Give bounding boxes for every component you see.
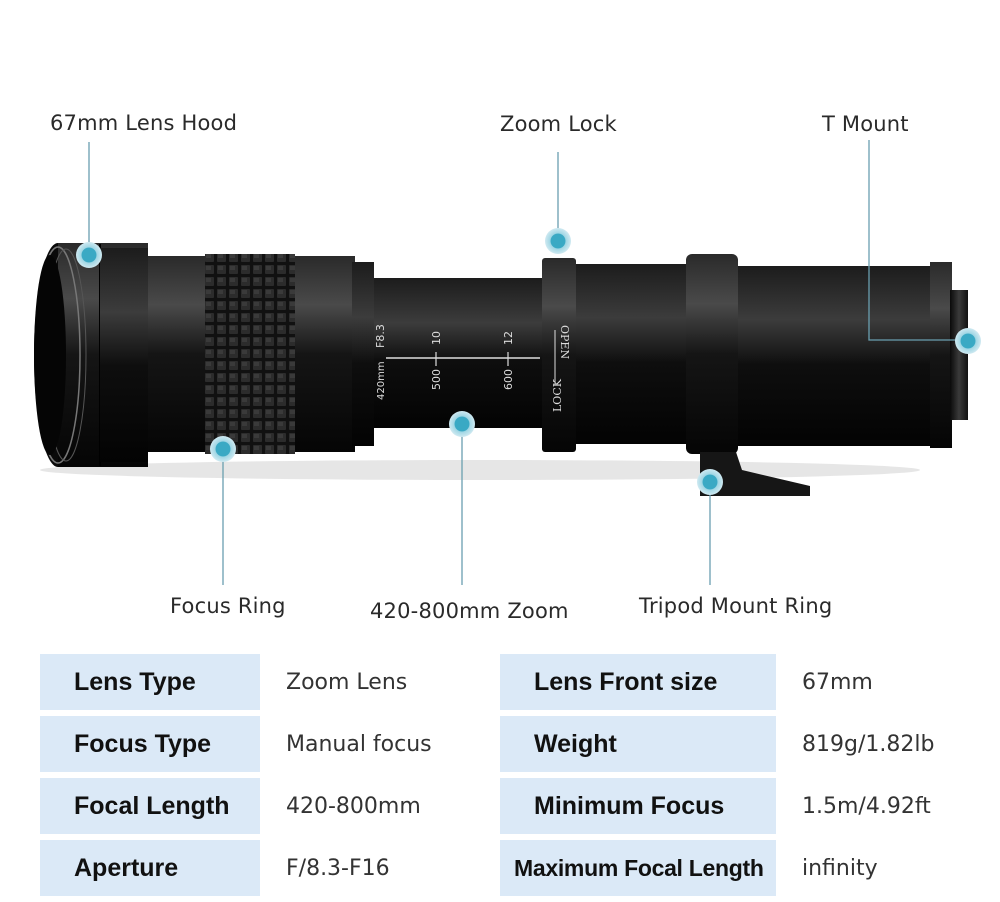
- rear-barrel: [576, 254, 968, 496]
- dot-zoom-lock: [545, 228, 571, 254]
- label-focus-ring: Focus Ring: [170, 594, 286, 618]
- dot-zoom: [449, 411, 475, 437]
- spec-value-max-focal-length: infinity: [802, 855, 878, 881]
- tripod-collar: [686, 254, 738, 454]
- spec-value-minimum-focus: 1.5m/4.92ft: [802, 793, 931, 819]
- dot-hood: [76, 242, 102, 268]
- label-lens-hood: 67mm Lens Hood: [50, 111, 238, 135]
- marking-aperture: F8.3: [374, 324, 387, 348]
- marking-top-2: 12: [502, 331, 515, 345]
- marking-open: OPEN: [558, 325, 571, 359]
- leader-lines: [88, 140, 968, 585]
- spec-value-lens-type: Zoom Lens: [286, 669, 408, 695]
- marking-lock: LOCK: [551, 378, 564, 412]
- dot-t-mount: [955, 328, 981, 354]
- zoom-lock-ring: OPEN LOCK: [542, 258, 576, 452]
- spec-key-minimum-focus: Minimum Focus: [500, 778, 776, 834]
- spec-value-focus-type: Manual focus: [286, 731, 432, 757]
- dot-focus-ring: [210, 436, 236, 462]
- dot-tripod: [697, 469, 723, 495]
- spec-value-front-size: 67mm: [802, 669, 873, 695]
- spec-key-weight: Weight: [500, 716, 776, 772]
- spec-key-focal-length: Focal Length: [40, 778, 260, 834]
- marking-focal-start: 420mm: [376, 361, 387, 400]
- callout-dots: [76, 228, 981, 495]
- product-photo: F8.3 420mm 10 12 500 600 OPEN LOCK: [34, 111, 981, 623]
- label-tripod-mount-ring: Tripod Mount Ring: [639, 594, 833, 618]
- marking-bottom-2: 600: [502, 369, 515, 390]
- spec-key-aperture: Aperture: [40, 840, 260, 896]
- spec-key-focus-type: Focus Type: [40, 716, 260, 772]
- label-t-mount: T Mount: [822, 112, 909, 136]
- spec-key-front-size: Lens Front size: [500, 654, 776, 710]
- focus-grip: [205, 254, 295, 454]
- label-zoom-range: 420-800mm Zoom: [370, 599, 569, 623]
- label-zoom-lock: Zoom Lock: [500, 112, 617, 136]
- lens-shadow: [40, 460, 920, 480]
- spec-key-max-focal-length: Maximum Focal Length: [500, 840, 776, 896]
- zoom-tube: F8.3 420mm 10 12 500 600: [374, 278, 544, 428]
- marking-bottom-1: 500: [430, 369, 443, 390]
- spec-table: Lens Type Zoom Lens Lens Front size 67mm…: [40, 654, 980, 898]
- front-barrel: [148, 254, 374, 454]
- spec-value-weight: 819g/1.82lb: [802, 731, 935, 757]
- lens-hood: [34, 243, 148, 467]
- tripod-foot: [700, 452, 810, 496]
- marking-top-1: 10: [430, 331, 443, 345]
- telephoto-lens-illustration: F8.3 420mm 10 12 500 600 OPEN LOCK: [34, 140, 981, 585]
- spec-value-aperture: F/8.3-F16: [286, 855, 390, 881]
- spec-value-focal-length: 420-800mm: [286, 793, 421, 819]
- spec-key-lens-type: Lens Type: [40, 654, 260, 710]
